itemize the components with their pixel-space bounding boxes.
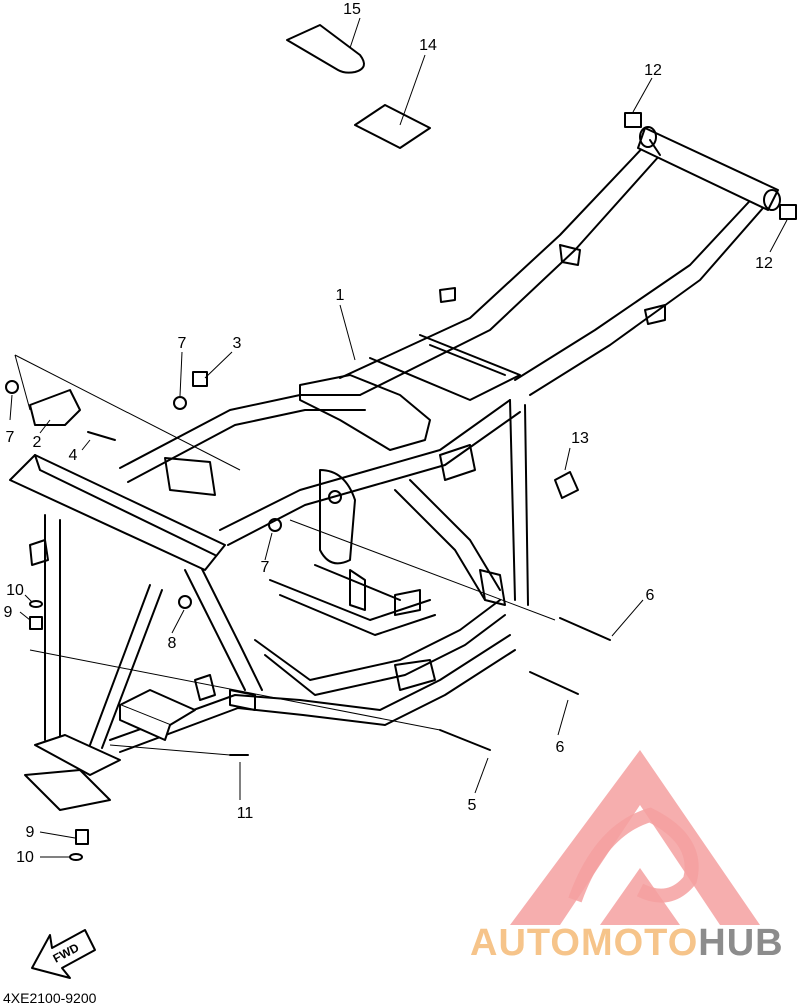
bolt-5-icon: [439, 729, 491, 751]
callout-2: 2: [33, 434, 42, 451]
bolt-6a-icon: [559, 617, 611, 641]
plate-14-icon: [354, 104, 431, 149]
callout-12-right: 12: [755, 255, 773, 272]
fwd-arrow: FWD: [31, 929, 96, 979]
callout-9-top: 9: [4, 604, 13, 621]
bracket-2-icon: [29, 389, 81, 426]
washer-10a-icon: [29, 600, 43, 608]
watermark-text-hub: HUB: [698, 922, 783, 964]
washer-10b-icon: [69, 853, 83, 861]
watermark-inner-swirl-icon: [568, 807, 699, 903]
callout-7-mid: 7: [261, 559, 270, 576]
watermark-logo: AUTOMOTOHUB: [470, 750, 784, 964]
damper-9a-icon: [29, 616, 43, 630]
leader-lines: [9, 17, 788, 858]
damper-9b-icon: [75, 829, 89, 845]
callout-9-bottom: 9: [26, 824, 35, 841]
callout-11: 11: [237, 805, 254, 822]
callouts: 15 14 12 12 1 3 7 7 2 4 13 7 10 9 8 6 6 …: [4, 1, 773, 866]
fitting-3-icon: [192, 371, 208, 387]
callout-1: 1: [336, 287, 345, 304]
callout-3: 3: [233, 335, 242, 352]
watermark-text-moto: MOTO: [581, 922, 698, 964]
grommet-12a-icon: [624, 112, 642, 128]
callout-15: 15: [343, 1, 361, 18]
callout-7-top: 7: [178, 335, 187, 352]
bolt-4-icon: [87, 431, 116, 441]
callout-4: 4: [69, 447, 78, 464]
svg-text:AUTOMOTOHUB: AUTOMOTOHUB: [470, 922, 784, 964]
nut-7b-icon: [173, 396, 187, 410]
clamp-13-icon: [554, 471, 579, 499]
fwd-arrow-icon: [31, 929, 96, 979]
watermark-text-auto: AUTO: [470, 922, 581, 964]
small-parts: [5, 24, 797, 861]
callout-13: 13: [571, 430, 589, 447]
callout-10-bottom: 10: [16, 849, 34, 866]
callout-6-top: 6: [646, 587, 655, 604]
callout-14: 14: [419, 37, 437, 54]
callout-7-left: 7: [6, 429, 15, 446]
nut-7c-icon: [268, 518, 282, 532]
bolt-6b-icon: [529, 671, 579, 695]
callout-6-bottom: 6: [556, 739, 565, 756]
pad-15-icon: [286, 24, 365, 74]
nut-7a-icon: [5, 380, 19, 394]
main-frame: [9, 126, 781, 811]
watermark-triangle-icon: [510, 750, 760, 925]
callout-12-top: 12: [644, 62, 662, 79]
callout-8: 8: [168, 635, 177, 652]
diagram-code: 4XE2100-9200: [3, 990, 97, 1006]
grommet-12b-icon: [779, 204, 797, 220]
callout-10-top: 10: [6, 582, 24, 599]
callout-5: 5: [468, 797, 477, 814]
collar-8-icon: [178, 595, 192, 609]
